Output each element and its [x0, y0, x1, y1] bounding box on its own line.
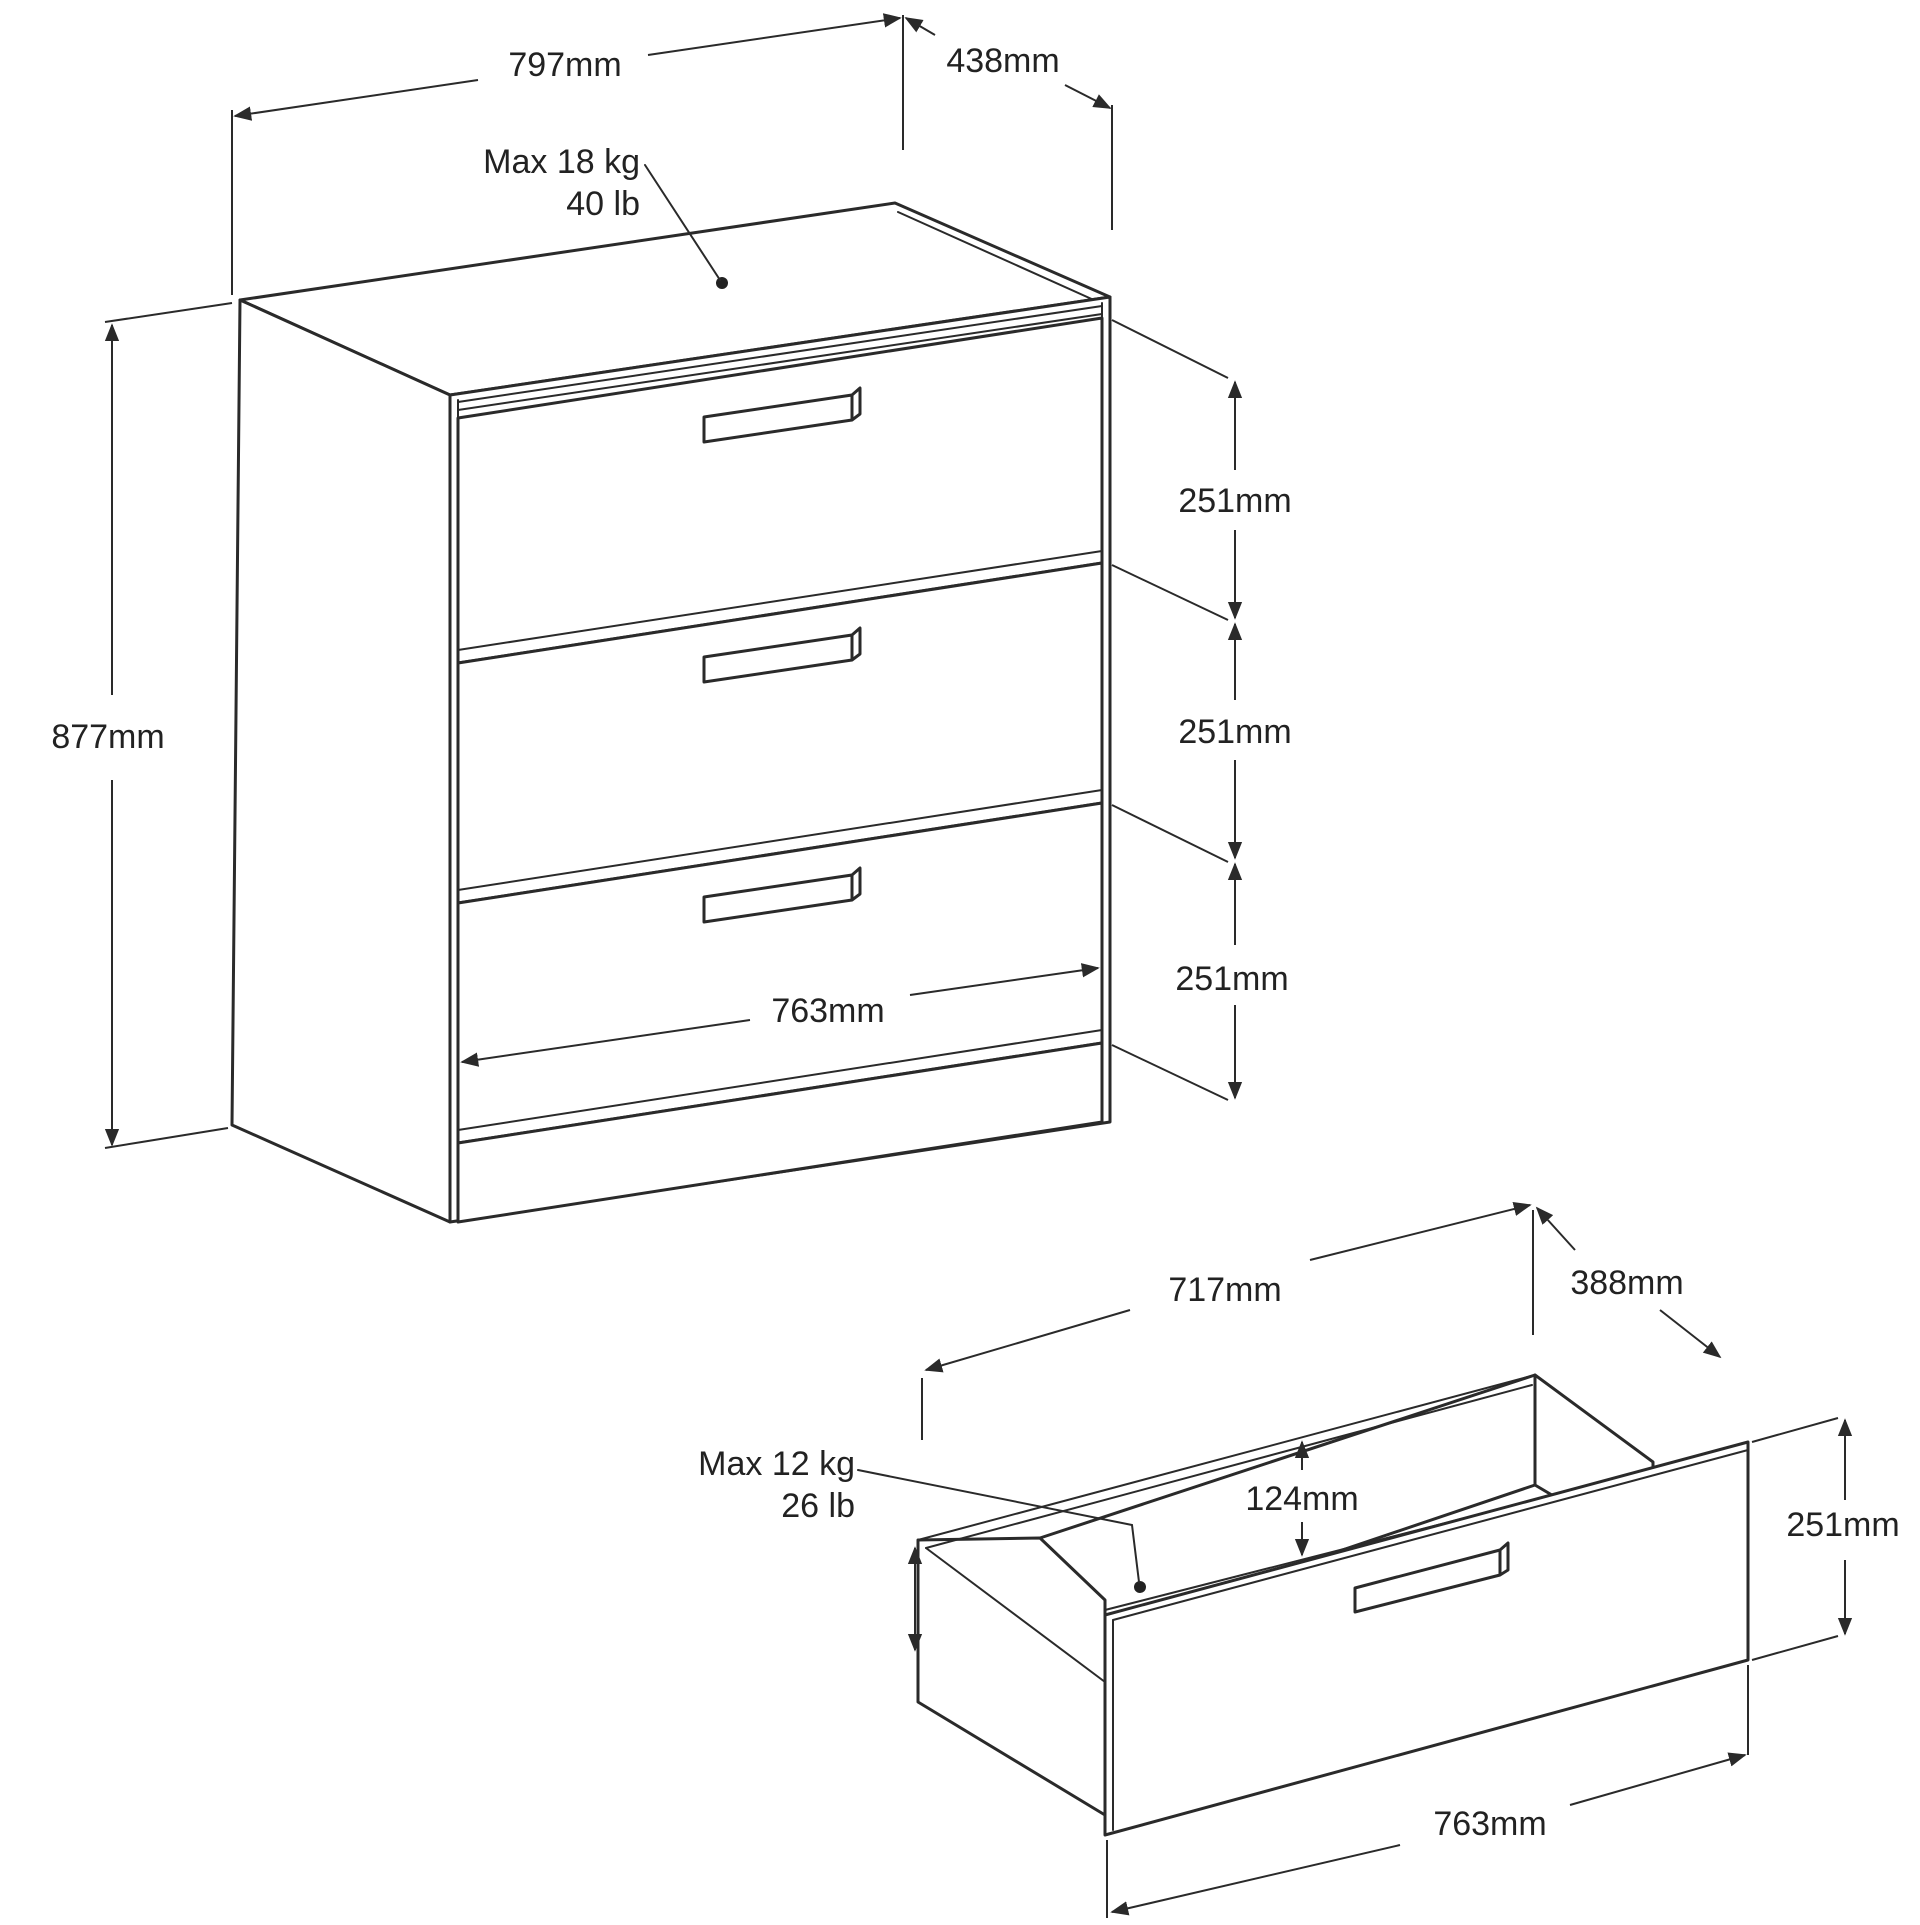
dimension-drawer-inner-height: 124mm [1245, 1440, 1359, 1557]
drawer-depth-label: 388mm [1570, 1264, 1683, 1302]
handle-icon [702, 626, 862, 684]
drawer2-height-label: 251mm [1178, 713, 1291, 751]
dresser-height-label: 877mm [51, 718, 164, 756]
dimension-drawer-inner-width: 717mm [921, 1201, 1534, 1440]
dimension-drawer-front-width: 763mm [1106, 1665, 1749, 1918]
dresser-inner-width-label: 763mm [771, 992, 884, 1030]
handle-icon [702, 866, 862, 924]
load-point-icon [1134, 1581, 1146, 1593]
dimension-drawer-depth: 388mm [1535, 1206, 1722, 1359]
dimension-drawer-front-height: 251mm [1751, 1417, 1900, 1661]
drawer-front-width-label: 763mm [1433, 1805, 1546, 1843]
dresser-plinth [456, 1041, 1104, 1224]
dimension-dresser-depth: 438mm [904, 17, 1113, 230]
drawer-inner-width-label: 717mm [1168, 1271, 1281, 1309]
dresser-width-label: 797mm [508, 46, 621, 84]
drawer3-height-label: 251mm [1175, 960, 1288, 998]
drawer-left-side [916, 1536, 1107, 1817]
drawer1-height-label: 251mm [1178, 482, 1291, 520]
dresser-side [230, 298, 452, 1224]
top-load-lb-label: 40 lb [566, 185, 640, 223]
load-point-icon [716, 277, 728, 289]
dimension-drawer-heights: 251mm 251mm 251mm [1111, 319, 1292, 1101]
handle-icon [702, 386, 862, 444]
top-load-kg-label: Max 18 kg [483, 143, 640, 181]
dimension-dresser-inner-width: 763mm [460, 963, 1100, 1067]
drawer-front-height-label: 251mm [1786, 1506, 1899, 1544]
dresser-depth-label: 438mm [946, 42, 1059, 80]
drawer-illustration [857, 1373, 1750, 1837]
dresser-illustration [230, 164, 1112, 1224]
dimension-dresser-height: 877mm [51, 302, 233, 1149]
drawer-load-lb-label: 26 lb [781, 1487, 855, 1525]
drawer-front [1103, 1440, 1750, 1837]
handle-icon [1353, 1541, 1510, 1614]
drawer-load-kg-label: Max 12 kg [698, 1445, 855, 1483]
drawer-inner-height-label: 124mm [1245, 1480, 1358, 1518]
dimension-dresser-width: 797mm [231, 13, 904, 295]
